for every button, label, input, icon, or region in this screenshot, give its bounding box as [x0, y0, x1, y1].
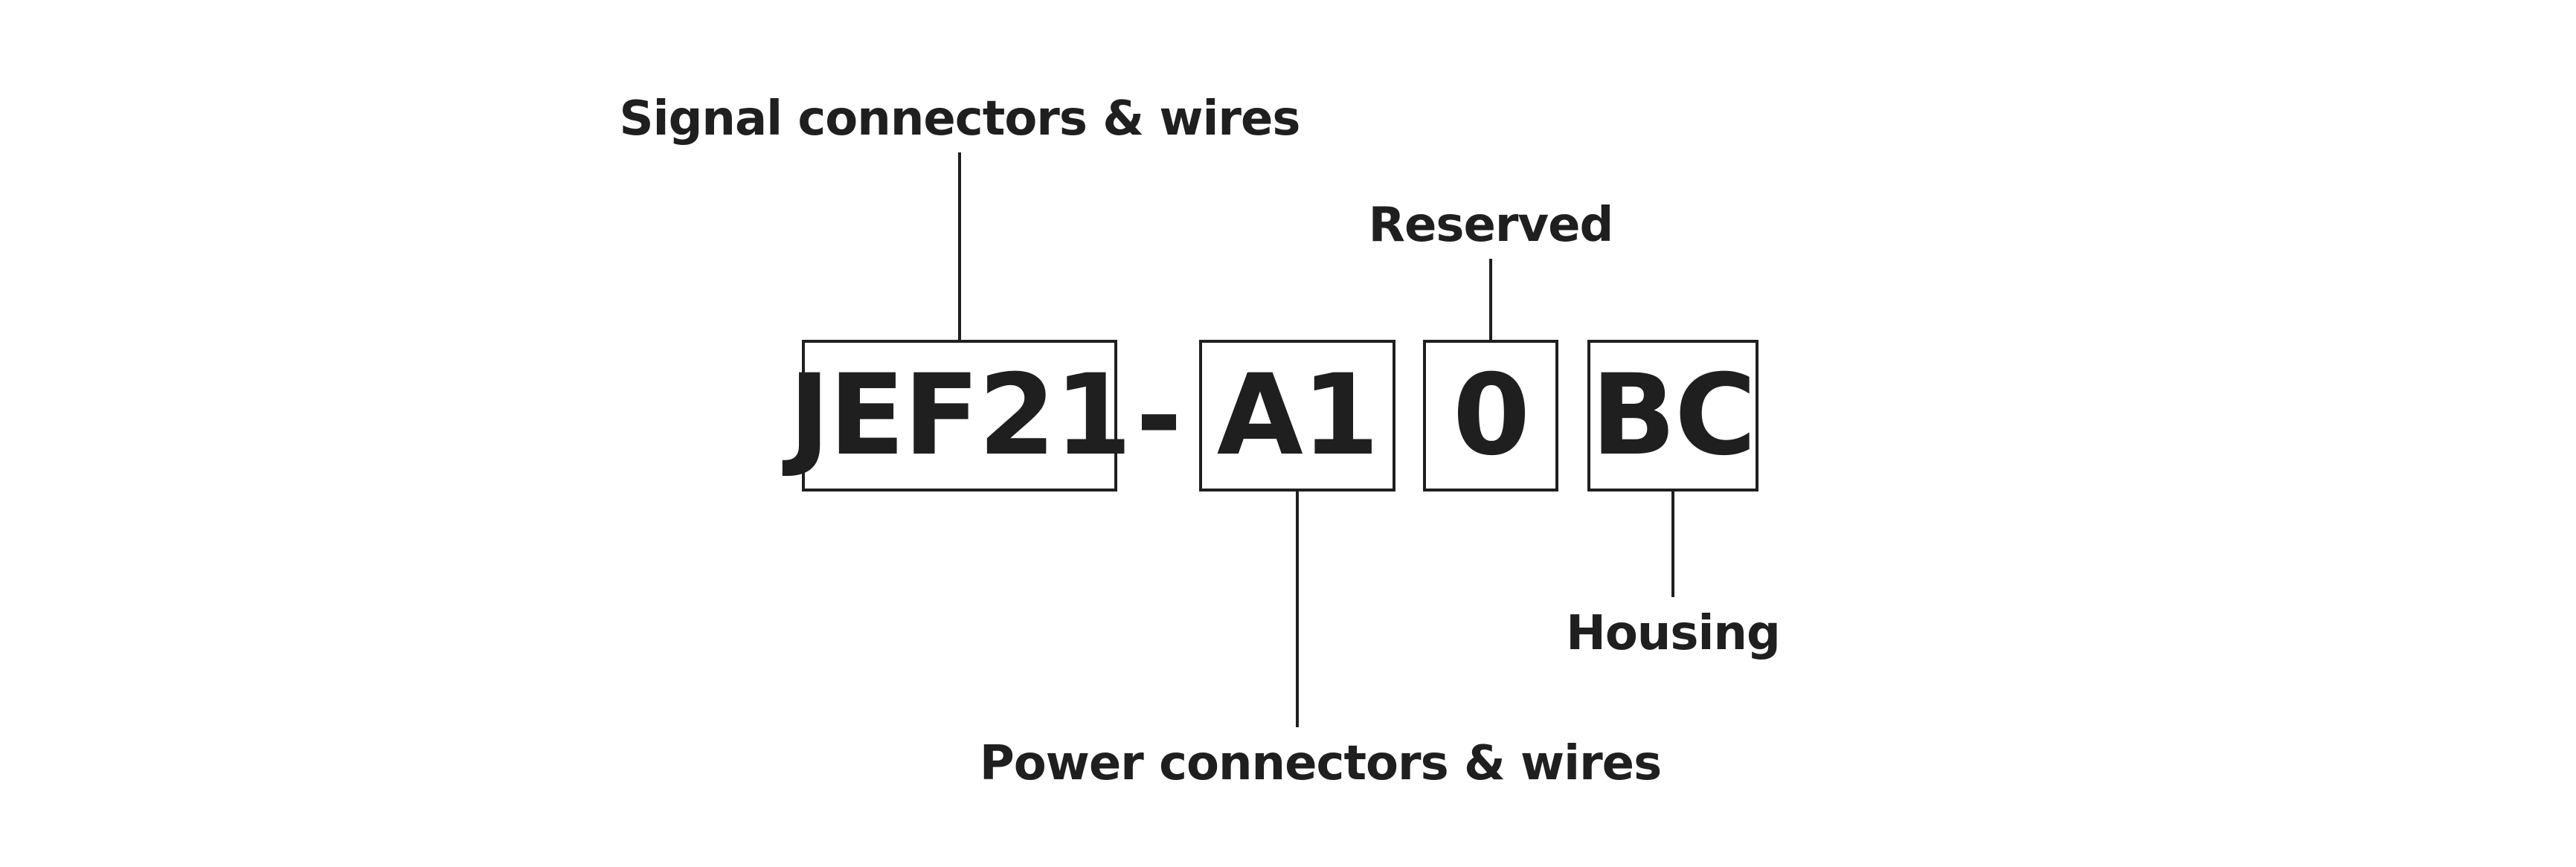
segment-separator: - — [1135, 352, 1183, 481]
label-power-connectors: Power connectors & wires — [979, 736, 1662, 791]
label-signal-connectors: Signal connectors & wires — [619, 91, 1301, 146]
segment-box-power: A1 — [1199, 340, 1395, 491]
segment-text-reserved: 0 — [1452, 351, 1530, 480]
leader-line-power — [1296, 491, 1299, 727]
leader-line-housing — [1671, 491, 1674, 597]
segment-box-signal: JEF21 — [788, 340, 1132, 491]
leader-line-reserved — [1489, 259, 1492, 341]
segment-box-housing: BC — [1587, 340, 1758, 491]
segment-text-housing: BC — [1590, 351, 1756, 480]
segment-box-reserved: 0 — [1423, 340, 1558, 491]
segment-text-power: A1 — [1216, 351, 1379, 480]
label-housing: Housing — [1566, 606, 1780, 661]
label-reserved: Reserved — [1368, 198, 1614, 253]
segment-text-signal: JEF21 — [788, 351, 1131, 480]
leader-line-signal — [958, 152, 961, 341]
